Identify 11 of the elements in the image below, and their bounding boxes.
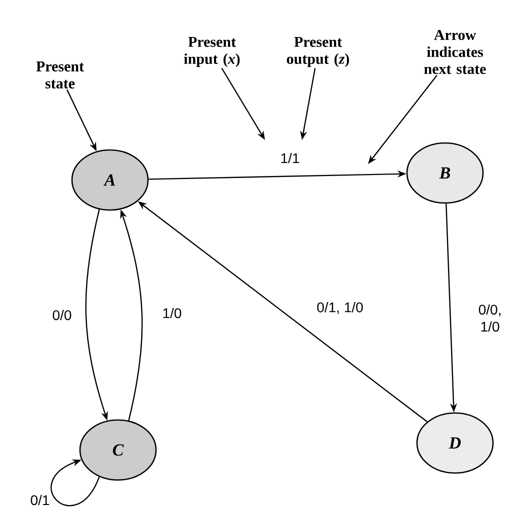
annotation-text: Present output (z): [286, 37, 349, 67]
edge-label: 1/0: [161, 306, 183, 320]
edge-label: 0/1, 1/0: [316, 301, 364, 315]
edge-label: 0/1: [29, 494, 51, 506]
annotation-text: Arrow indicates next state: [424, 30, 486, 74]
self-loop-arrow: [50, 460, 100, 506]
annotation-text: Present state: [36, 62, 84, 88]
edge-label: 0/0: [51, 308, 73, 322]
annotation-text: Present input (x): [184, 37, 240, 67]
edge-label: 0/0, 1/0: [467, 303, 513, 333]
edge-label: 1/1: [279, 152, 301, 164]
